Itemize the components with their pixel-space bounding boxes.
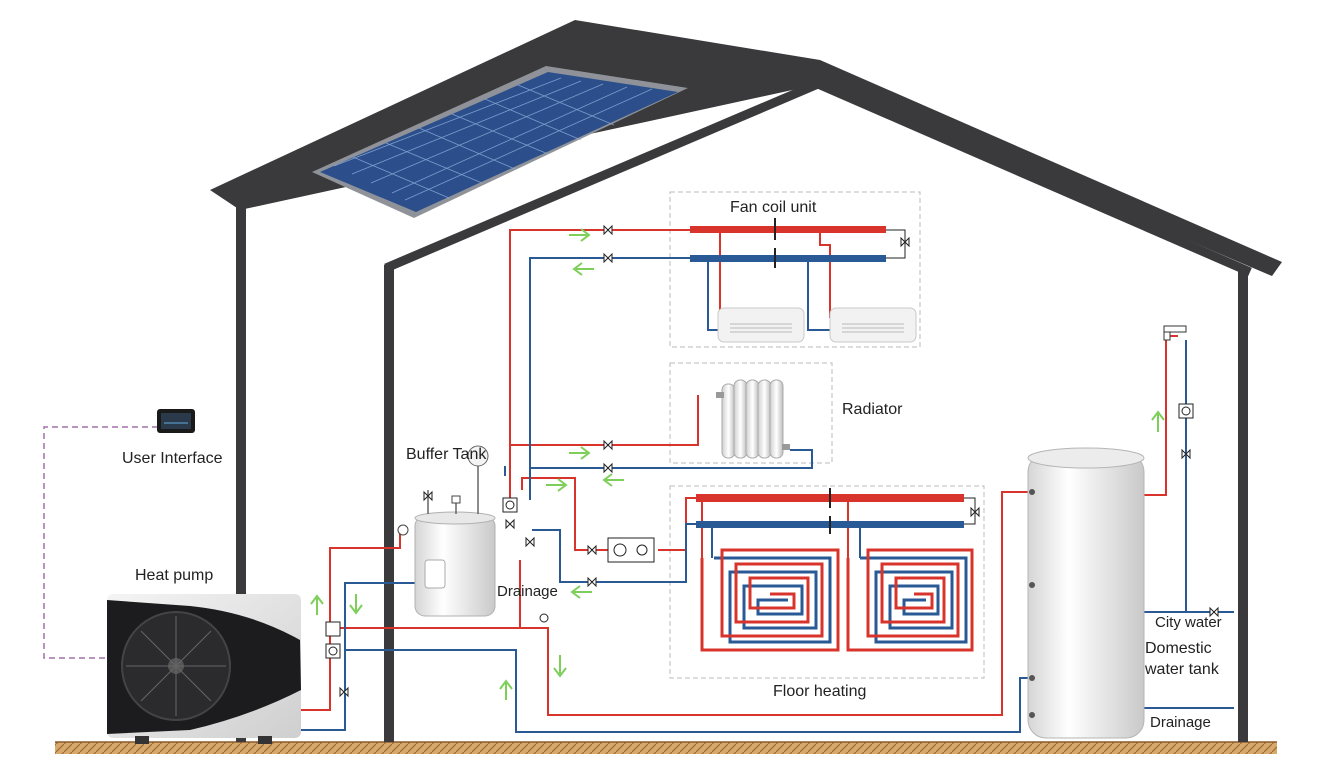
cold-pipes xyxy=(300,257,1234,733)
buffer-tank-icon xyxy=(397,445,496,617)
domestic-water-tank-label-2: water tank xyxy=(1145,661,1219,678)
radiator-icon xyxy=(716,379,790,459)
fan-coil-indoor-unit-1 xyxy=(717,307,805,343)
radiator-box xyxy=(669,362,833,464)
domestic-drainage-label: Drainage xyxy=(1150,714,1211,731)
buffer-tank-label: Buffer Tank xyxy=(406,446,487,463)
flow-arrows xyxy=(310,228,1165,700)
faucet-icon xyxy=(1163,325,1187,341)
heat-pump-label: Heat pump xyxy=(135,567,214,584)
user-interface-label: User Interface xyxy=(122,450,223,467)
fan-coil-manifold xyxy=(690,218,906,268)
pump-icon xyxy=(325,403,1194,659)
solar-panel-icon xyxy=(312,66,688,218)
domestic-water-tank-label-1: Domestic xyxy=(1145,640,1212,657)
fan-coil-unit-label: Fan coil unit xyxy=(730,199,817,216)
heat-pump-icon xyxy=(107,594,301,744)
valve-icon xyxy=(339,224,1219,698)
roof xyxy=(210,20,1282,277)
ground xyxy=(55,741,1277,754)
floor-heating-manifold xyxy=(696,488,976,534)
domestic-water-tank-icon xyxy=(1027,447,1145,739)
fan-coil-box xyxy=(669,191,921,348)
radiator-label: Radiator xyxy=(842,401,903,418)
house-walls xyxy=(236,205,1248,742)
floor-heating-coil-right xyxy=(846,548,974,652)
floor-heating-coil-left xyxy=(700,548,840,652)
fan-coil-indoor-unit-2 xyxy=(829,307,917,343)
buffer-drainage-label: Drainage xyxy=(497,583,558,600)
thermostat-icon xyxy=(157,409,195,433)
floor-heating-label: Floor heating xyxy=(773,683,867,700)
city-water-label: City water xyxy=(1155,614,1222,631)
